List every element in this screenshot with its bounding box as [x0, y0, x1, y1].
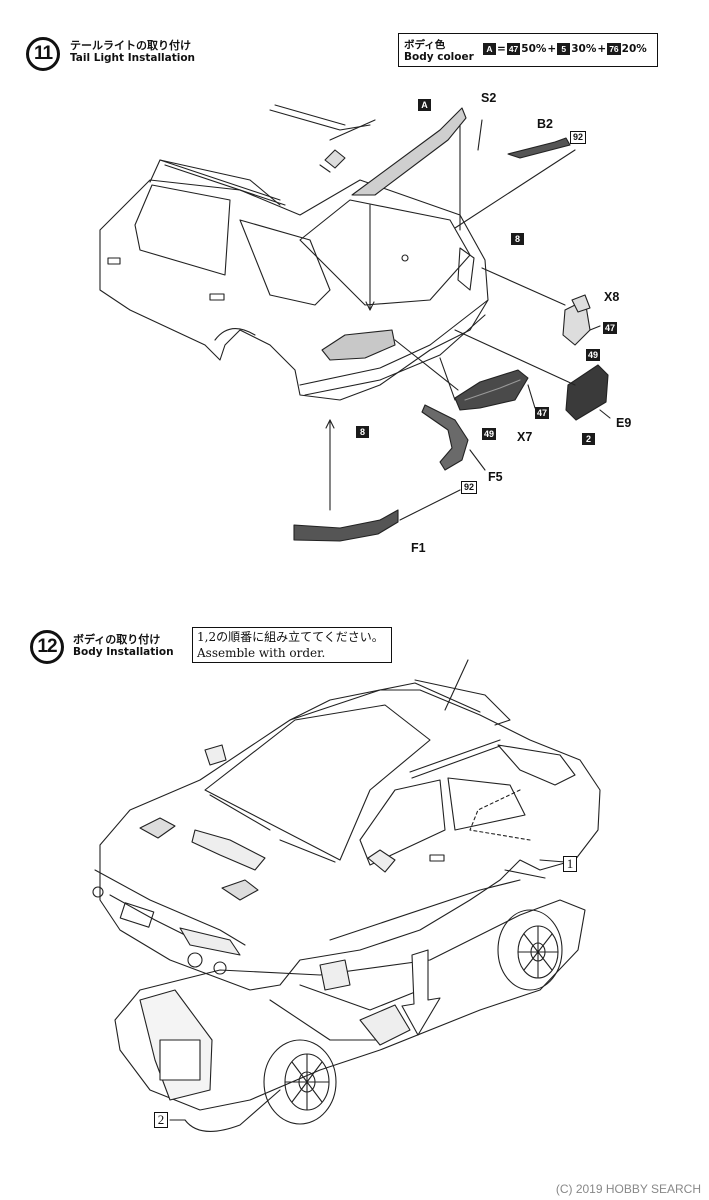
step-11-number: 11 [26, 37, 60, 71]
formula-plus-1: + [547, 43, 557, 55]
body-color-box: ボディ色 Body coloer A = 47 50% + 5 30% + 76… [398, 33, 658, 67]
part-tag-2-e9: 2 [582, 433, 595, 445]
assembly-order-note-jp: 1,2の順番に組み立ててください。 [197, 630, 384, 644]
part-tag-49-x7: 49 [482, 428, 497, 440]
tail-light-diagram [99, 104, 611, 542]
part-tag-47-x8: 47 [603, 322, 618, 334]
paint-chip-5: 5 [557, 43, 571, 55]
paint-pct-76: 20% [621, 43, 647, 55]
part-tag-8-top: 8 [511, 233, 524, 245]
body-color-label-jp: ボディ色 [404, 39, 446, 51]
part-tag-92-b2: 92 [570, 131, 587, 144]
paint-pct-5: 30% [571, 43, 597, 55]
part-tag-49-x8: 49 [586, 349, 601, 361]
assembly-order-note: 1,2の順番に組み立ててください。 Assemble with order. [192, 627, 392, 663]
part-label-e9: E9 [616, 416, 632, 430]
paint-pct-47: 50% [521, 43, 547, 55]
order-step-2: 2 [154, 1112, 168, 1128]
formula-plus-2: + [597, 43, 607, 55]
part-tag-47-x7: 47 [535, 407, 550, 419]
color-chip-a: A [483, 43, 496, 55]
step-11-title-jp: テールライトの取り付け [70, 39, 191, 52]
order-step-1: 1 [563, 856, 577, 872]
part-tag-92-f1: 92 [461, 481, 478, 494]
part-label-s2: S2 [481, 91, 497, 105]
part-tag-8-bottom: 8 [356, 426, 369, 438]
paint-chip-76: 76 [607, 43, 621, 55]
part-tag-a: A [418, 99, 431, 111]
part-label-b2: B2 [537, 117, 553, 131]
step-12-title-jp: ボディの取り付け [73, 633, 161, 646]
body-color-label-en: Body coloer [404, 51, 474, 63]
part-label-x8: X8 [604, 290, 620, 304]
formula-eq: = [497, 43, 506, 55]
body-color-formula: A = 47 50% + 5 30% + 76 20% [483, 43, 647, 55]
part-label-x7: X7 [517, 430, 533, 444]
step-12-title-en: Body Installation [73, 646, 174, 658]
part-label-f5: F5 [488, 470, 503, 484]
assembly-order-note-en: Assemble with order. [197, 646, 326, 660]
watermark: (C) 2019 HOBBY SEARCH [555, 1182, 701, 1196]
step-12-number: 12 [30, 630, 64, 664]
paint-chip-47: 47 [506, 43, 521, 55]
step-11-title-en: Tail Light Installation [70, 52, 196, 64]
part-label-f1: F1 [411, 541, 426, 555]
